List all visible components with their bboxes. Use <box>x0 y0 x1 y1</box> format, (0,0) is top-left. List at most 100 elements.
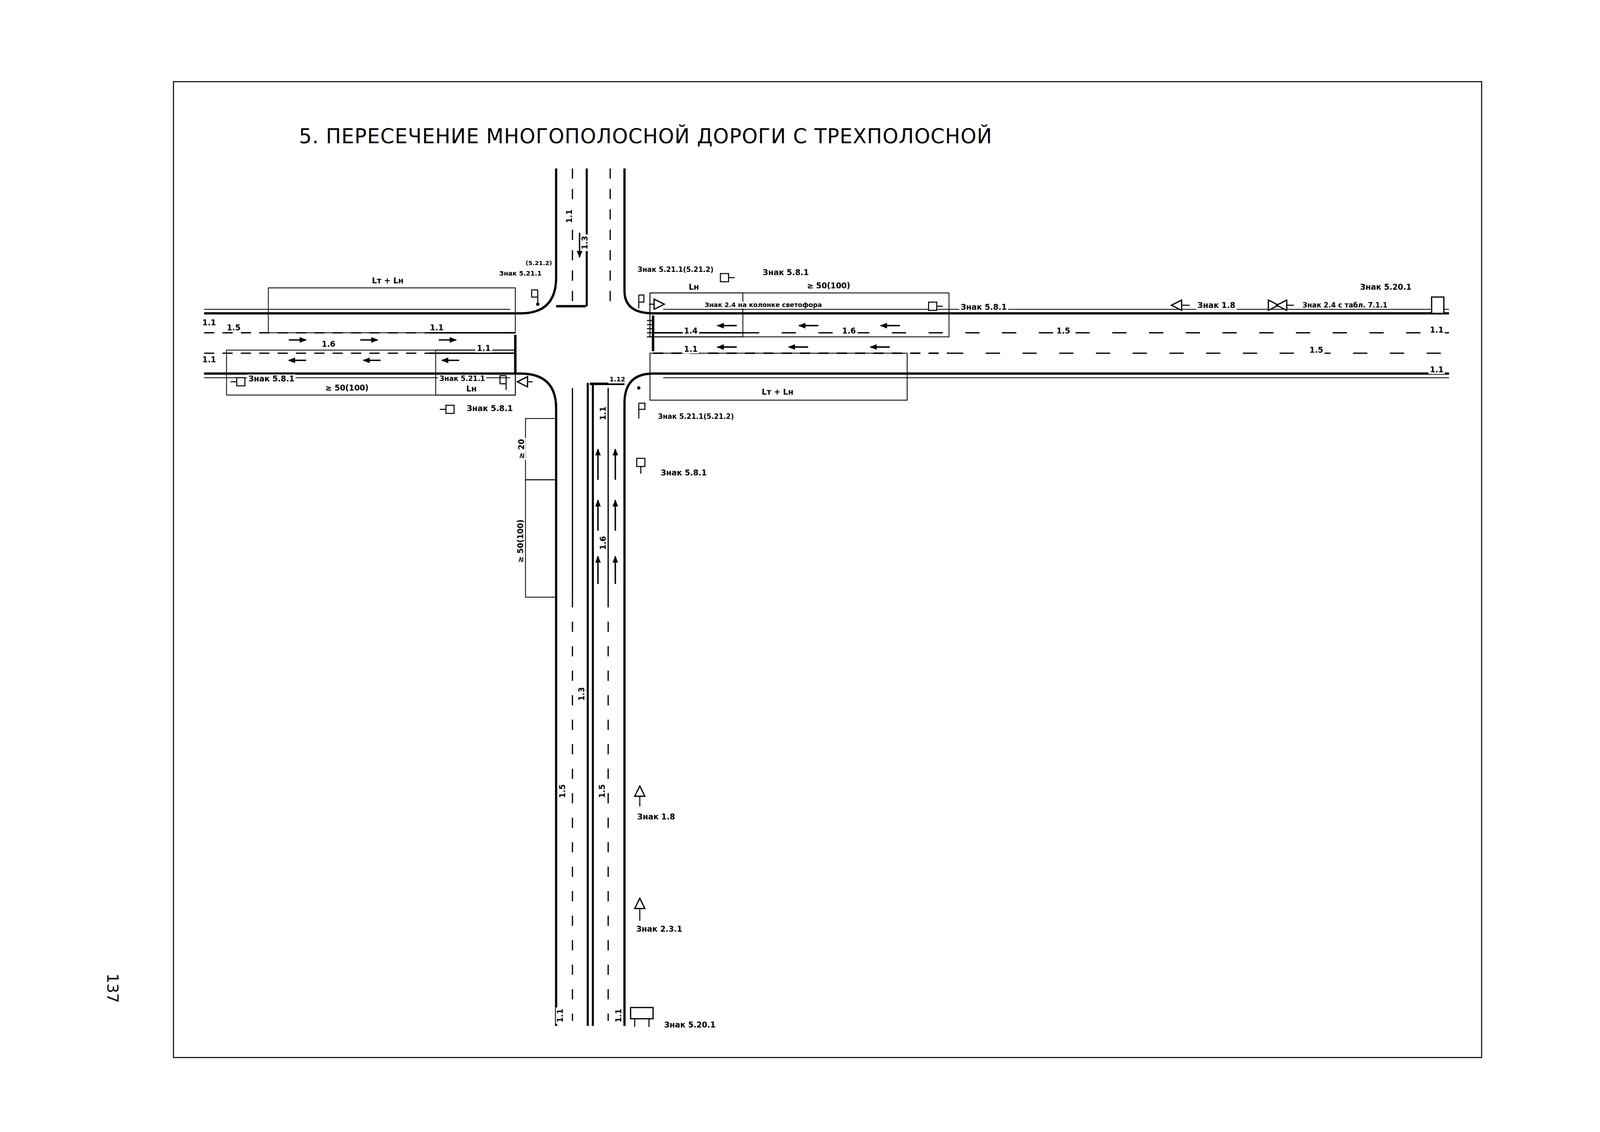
annotation-label: 1.1 <box>201 318 218 328</box>
road-edge <box>203 168 556 314</box>
sign-symbol <box>636 458 645 467</box>
sign-stem <box>640 466 642 474</box>
lane-arrow <box>288 359 307 361</box>
annotation-label: Знак 5.20.1 <box>1358 282 1413 291</box>
sign-stem <box>649 303 655 305</box>
annotation-label: 1.1 <box>1428 365 1445 375</box>
lane-marking <box>609 168 612 307</box>
dimension-frame <box>268 287 515 333</box>
sign-symbol <box>928 301 937 311</box>
annotation-label: 1.12 <box>607 376 627 384</box>
road-outer-line <box>663 377 1450 379</box>
annotation-label: 1.4 <box>682 326 700 336</box>
annotation-label: Знак 5.8.1 <box>465 404 515 413</box>
lane-arrow <box>717 346 738 348</box>
sign-symbol <box>654 299 665 310</box>
annotation-label: 1.1 <box>565 207 574 225</box>
sign-stem <box>936 305 943 307</box>
road-outer-line <box>203 308 510 310</box>
sign-stem <box>639 795 641 806</box>
annotation-label: Знак 5.8.1 <box>761 268 811 277</box>
annotation-label: Знак 2.4 на колонке светофора <box>703 301 824 309</box>
sign-stem <box>230 381 237 383</box>
annotation-label: Знак 5.21.1(5.21.2) <box>636 265 716 274</box>
signal-post <box>535 302 540 306</box>
annotation-label: 1.1 <box>555 1007 565 1024</box>
stop-line <box>555 304 586 307</box>
sign-symbol <box>638 295 645 309</box>
annotation-label: Lт + Lн <box>370 276 405 286</box>
lane-marking <box>607 597 609 1021</box>
annotation-label: Знак 1.8 <box>635 811 677 821</box>
sign-symbol <box>634 898 645 909</box>
sign-stem <box>648 1018 650 1027</box>
annotation-label: Знак 5.21.1 <box>438 374 487 383</box>
sign-symbol <box>1431 296 1445 314</box>
annotation-label: 1.1 <box>598 405 608 422</box>
crosswalk-stripe <box>646 319 655 321</box>
annotation-label: ≥ 50(100) <box>805 281 852 291</box>
annotation-label: 1.6 <box>598 534 608 551</box>
annotation-label: Lн <box>687 282 701 291</box>
sign-symbol <box>634 785 645 796</box>
page-number: 137 <box>103 971 121 1004</box>
lane-marking <box>592 382 594 1026</box>
sign-symbol <box>517 376 528 387</box>
sign-symbol <box>499 375 506 390</box>
annotation-label: ≥ 50(100) <box>516 517 525 564</box>
annotation-label: 1.3 <box>580 234 590 251</box>
annotation-label: 1.1 <box>428 323 445 333</box>
annotation-label: 1.1 <box>475 343 492 353</box>
lane-marking <box>203 352 429 354</box>
lane-marking <box>571 387 574 598</box>
lane-arrow <box>788 346 809 348</box>
dimension-frame <box>649 292 950 337</box>
annotation-label: Lн <box>464 384 478 394</box>
lane-arrow <box>880 324 901 327</box>
annotation-label: Знак 5.8.1 <box>247 374 297 384</box>
lane-arrow <box>597 448 599 480</box>
annotation-label: 1.5 <box>225 323 242 333</box>
road-edge <box>203 373 556 1026</box>
dimension-frame <box>649 292 743 337</box>
lane-marking <box>571 168 574 307</box>
sign-stem <box>639 908 641 921</box>
sign-symbol <box>638 403 645 419</box>
lane-arrow <box>870 346 890 348</box>
lane-arrow <box>360 338 378 341</box>
sign-stem <box>633 1018 635 1027</box>
annotation-label: Знак 2.3.1 <box>634 924 684 934</box>
road-outer-line <box>663 308 1450 310</box>
annotation-label: Знак 5.8.1 <box>659 468 708 478</box>
lane-arrow <box>288 338 307 341</box>
lane-arrow <box>799 324 819 327</box>
dimension-frame <box>226 349 516 395</box>
lane-arrow <box>614 555 616 584</box>
lane-marking <box>586 382 589 1026</box>
annotation-label: 1.1 <box>201 354 218 364</box>
annotation-label: Знак 5.8.1 <box>959 302 1008 312</box>
sign-stem <box>527 381 533 383</box>
lane-marking <box>949 352 1450 354</box>
road-plan <box>173 81 1482 1058</box>
sign-symbol <box>1276 300 1287 311</box>
annotation-label: Знак 5.20.1 <box>662 1020 717 1029</box>
lane-arrow <box>597 555 599 584</box>
road-edge <box>624 373 1450 1026</box>
annotation-label: Знак 5.21.1 <box>497 270 543 277</box>
crosswalk-stripe <box>646 332 655 333</box>
annotation-label: 1.5 <box>1308 345 1325 355</box>
annotation-label: (5.21.2) <box>524 259 554 267</box>
signal-post <box>637 386 641 390</box>
sign-stem <box>728 276 735 278</box>
annotation-label: ≥ 50(100) <box>323 383 370 393</box>
lane-arrow <box>614 499 616 531</box>
annotation-label: 1.6 <box>320 339 337 349</box>
lane-arrow <box>363 359 381 361</box>
sign-symbol <box>531 289 538 303</box>
annotation-label: Знак 5.21.1(5.21.2) <box>656 412 736 421</box>
sign-stem <box>1181 304 1190 306</box>
lane-arrow <box>441 359 460 361</box>
annotation-label: 1.5 <box>1054 326 1072 336</box>
